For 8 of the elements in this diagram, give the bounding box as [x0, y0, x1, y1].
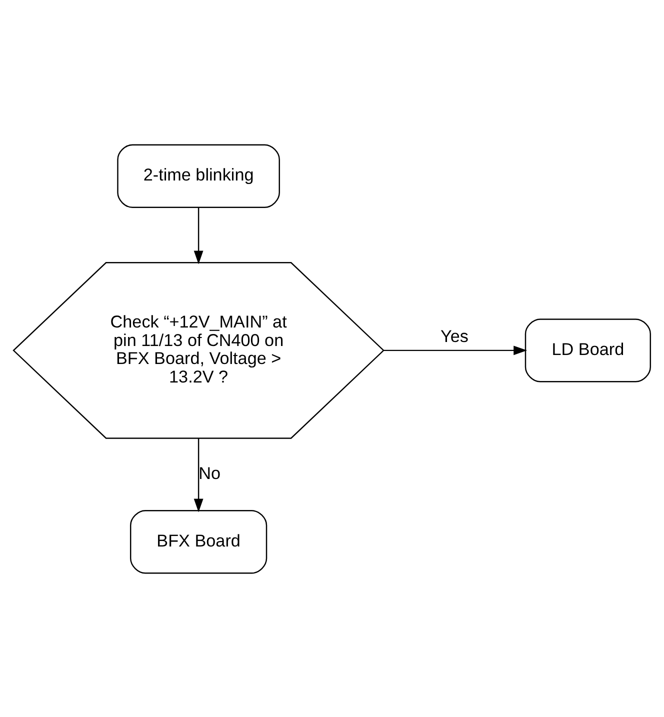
edge-label: Yes — [440, 326, 468, 346]
arrow — [384, 345, 528, 355]
arrow — [194, 207, 204, 264]
node-box: BFX Board — [130, 510, 268, 574]
node-box: 2-time blinking — [117, 144, 280, 208]
arrow — [194, 438, 204, 512]
node-box: LD Board — [524, 318, 652, 382]
edge-label: No — [198, 462, 221, 483]
